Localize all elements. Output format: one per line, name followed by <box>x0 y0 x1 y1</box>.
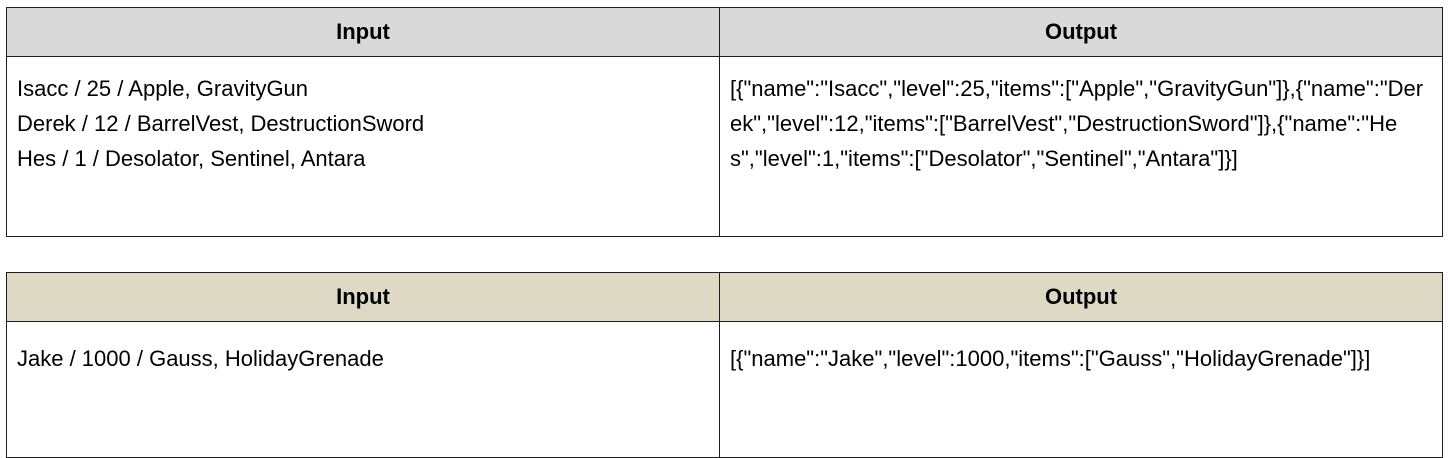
input-line: Derek / 12 / BarrelVest, DestructionSwor… <box>17 111 425 136</box>
input-cell: Isacc / 25 / Apple, GravityGun Derek / 1… <box>6 56 720 237</box>
input-column-header: Input <box>6 272 720 322</box>
header-row: Input Output <box>6 272 1443 322</box>
output-cell: [{"name":"Isacc","level":25,"items":["Ap… <box>719 56 1443 237</box>
input-line: Hes / 1 / Desolator, Sentinel, Antara <box>17 146 366 171</box>
table-row: Isacc / 25 / Apple, GravityGun Derek / 1… <box>6 56 1443 237</box>
output-json-text: [{"name":"Jake","level":1000,"items":["G… <box>730 346 1371 371</box>
input-column-header: Input <box>6 7 720 57</box>
input-cell: Jake / 1000 / Gauss, HolidayGrenade <box>6 321 720 458</box>
output-cell: [{"name":"Jake","level":1000,"items":["G… <box>719 321 1443 458</box>
input-line: Isacc / 25 / Apple, GravityGun <box>17 76 309 101</box>
header-row: Input Output <box>6 7 1443 57</box>
input-line: Jake / 1000 / Gauss, HolidayGrenade <box>17 346 384 371</box>
example-table-1: Input Output Isacc / 25 / Apple, Gravity… <box>6 7 1443 237</box>
example-table-2: Input Output Jake / 1000 / Gauss, Holida… <box>6 272 1443 458</box>
output-column-header: Output <box>719 272 1443 322</box>
output-column-header: Output <box>719 7 1443 57</box>
output-json-text: [{"name":"Isacc","level":25,"items":["Ap… <box>730 76 1424 171</box>
table-row: Jake / 1000 / Gauss, HolidayGrenade [{"n… <box>6 321 1443 458</box>
